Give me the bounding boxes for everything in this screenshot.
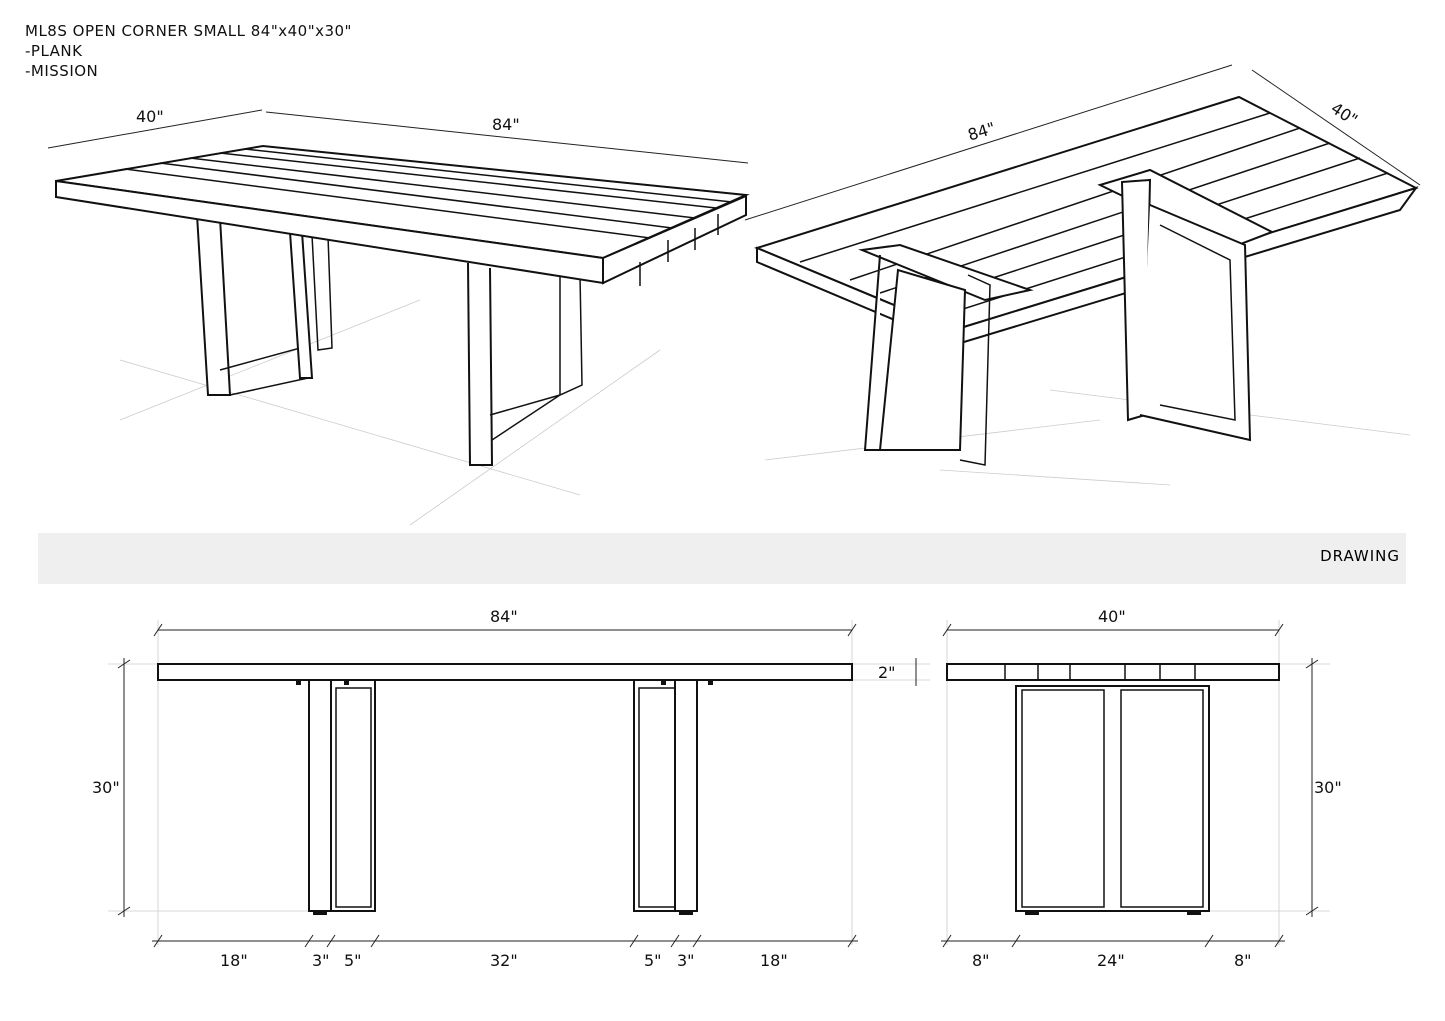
dim-segment: 5" [344, 951, 362, 970]
dim-height: 30" [92, 778, 120, 797]
dim-segment: 24" [1097, 951, 1125, 970]
dim-segment: 5" [644, 951, 662, 970]
front-elevation: 84" 30" 2" 18" 3" 5" 32" 5" 3" 18" [92, 607, 930, 970]
dim-overall-width: 40" [1098, 607, 1126, 626]
section-label: DRAWING [1320, 547, 1400, 565]
dim-overall-length: 84" [490, 607, 518, 626]
spec-plank: -PLANK [25, 42, 83, 60]
dim-segment: 32" [490, 951, 518, 970]
perspective-under-view: 84" 40" [744, 64, 1421, 486]
dim-top-thickness: 2" [878, 663, 896, 682]
perspective-top-view: 40" 84" [47, 107, 750, 526]
dim-segment: 8" [1234, 951, 1252, 970]
dim-side-height: 30" [1314, 778, 1342, 797]
dim-segment: 18" [220, 951, 248, 970]
drawing-title: ML8S OPEN CORNER SMALL 84"x40"x30" [25, 22, 352, 40]
dim-segment: 18" [760, 951, 788, 970]
dim-length-label: 84" [492, 115, 520, 134]
dim-segment: 3" [312, 951, 330, 970]
spec-mission: -MISSION [25, 62, 99, 80]
dim-segment: 3" [677, 951, 695, 970]
section-band: DRAWING [38, 533, 1406, 584]
dim-segment: 8" [972, 951, 990, 970]
dim-width-label: 40" [136, 107, 164, 126]
side-elevation: 40" 30" 8" 24" 8" [941, 607, 1342, 970]
